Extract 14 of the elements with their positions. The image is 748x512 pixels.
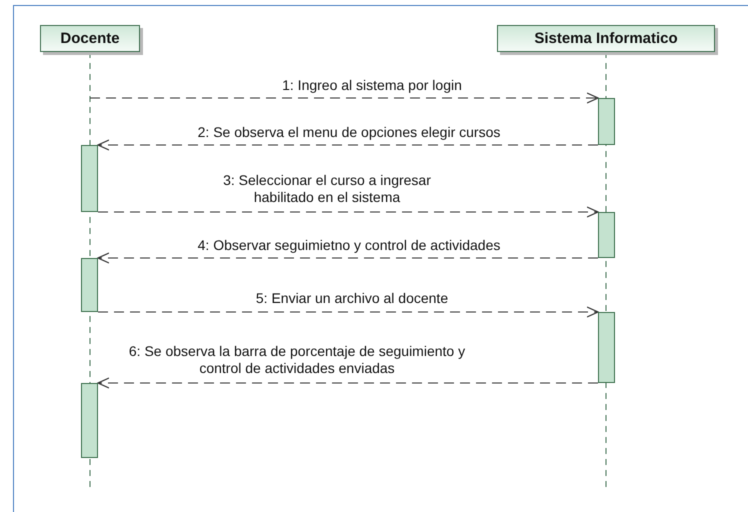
message-arrow (90, 92, 599, 104)
activation-bar (598, 98, 615, 145)
activation-bar (598, 312, 615, 383)
message-arrow (97, 139, 598, 151)
message-arrow (97, 377, 598, 389)
lifeline-head: Sistema Informatico (497, 25, 715, 52)
activation-bar (598, 212, 615, 258)
lifeline-head: Docente (40, 25, 140, 52)
message-arrow (98, 306, 599, 318)
message-arrow (97, 252, 598, 264)
activation-bar (81, 383, 98, 458)
activation-bar (81, 258, 98, 312)
message-arrow (98, 206, 599, 218)
activation-bar (81, 145, 98, 212)
